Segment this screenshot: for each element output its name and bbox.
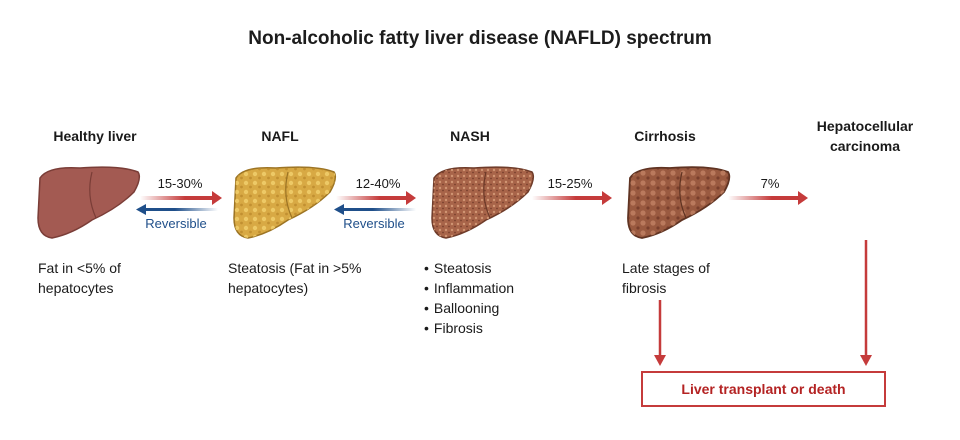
nash-feature: Steatosis: [424, 258, 514, 278]
rate-label-nafl-to-nash: 12-40%: [355, 176, 401, 191]
nafl-liver-icon: [233, 166, 337, 239]
nash-feature: Fibrosis: [424, 318, 514, 338]
cirrhosis-liver-icon: [627, 166, 731, 239]
stage-title-hcc: Hepatocellular carcinoma: [816, 118, 914, 154]
reversible-label-1: Reversible: [145, 216, 207, 231]
nafl-description: Steatosis (Fat in >5% hepatocytes): [228, 260, 362, 296]
progression-arrow-4: [728, 191, 808, 205]
nash-feature: Ballooning: [424, 298, 514, 318]
progression-arrow-2: [336, 191, 416, 205]
hcc-to-outcome-arrow: [860, 240, 872, 366]
progression-arrow-1: [140, 191, 222, 205]
outcome-box: Liver transplant or death: [641, 371, 886, 407]
stage-title-cirrhosis: Cirrhosis: [634, 128, 696, 144]
healthy-description: Fat in <5% of hepatocytes: [38, 260, 121, 296]
rate-label-nash-to-cirrhosis: 15-25%: [547, 176, 593, 191]
stage-title-healthy-liver: Healthy liver: [53, 128, 137, 144]
diagram-title: Non-alcoholic fatty liver disease (NAFLD…: [248, 28, 712, 49]
cirrhosis-description: Late stages of fibrosis: [622, 260, 710, 296]
cirrhosis-to-outcome-arrow: [654, 300, 666, 366]
reversible-label-2: Reversible: [343, 216, 405, 231]
rate-label-cirrhosis-to-hcc: 7%: [760, 176, 780, 191]
stage-title-nafl: NAFL: [261, 128, 299, 144]
healthy-liver-icon: [37, 166, 141, 239]
stage-title-nash: NASH: [450, 128, 490, 144]
nash-feature-list: Steatosis Inflammation Ballooning Fibros…: [424, 258, 514, 338]
nash-feature: Inflammation: [424, 278, 514, 298]
rate-label-healthy-to-nafl: 15-30%: [157, 176, 203, 191]
progression-arrow-3: [532, 191, 612, 205]
reversible-arrow-1: [136, 204, 218, 215]
reversible-arrow-2: [334, 204, 416, 215]
nash-liver-icon: [431, 166, 535, 239]
